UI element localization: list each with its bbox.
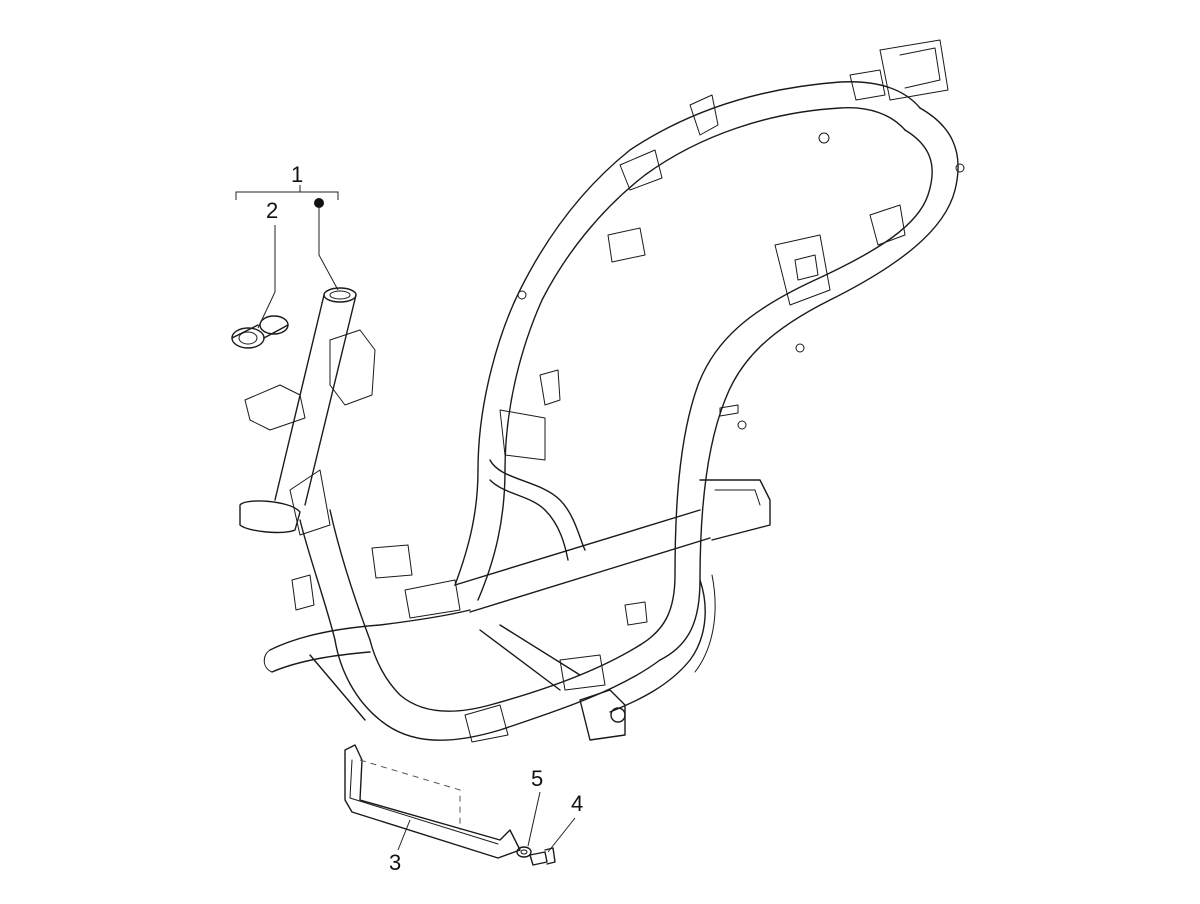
frame-lower-u-inner	[369, 639, 641, 712]
callout-5-label: 5	[531, 766, 543, 791]
washer-part	[516, 846, 532, 858]
frame-front-downtube-inner	[329, 509, 371, 641]
main-frame	[263, 39, 965, 743]
center-neck-outer	[454, 469, 479, 586]
slot-1	[719, 404, 739, 417]
callout-3-leader	[397, 819, 411, 851]
bearing-ring-part	[231, 315, 289, 349]
lower-bar-c	[499, 624, 581, 676]
frame-front-downtube-outer	[299, 519, 336, 641]
plate-rear-bracket-b	[899, 47, 941, 89]
plate-center-3	[499, 409, 546, 461]
center-neck-inner	[477, 469, 506, 601]
callout-5-leader	[527, 791, 541, 847]
plate-lower-left-1	[464, 704, 509, 743]
callout-3-label: 3	[389, 850, 401, 875]
plate-center-1	[404, 579, 461, 619]
frame-upper-loop-outer	[477, 81, 921, 471]
right-foot-bracket	[579, 689, 626, 741]
foot-bar-inner	[349, 759, 499, 845]
plate-rear-side	[869, 204, 906, 246]
plate-left-1	[291, 574, 315, 611]
plate-mid-right-slot	[794, 254, 819, 281]
rear-lower-arc-b	[694, 574, 716, 673]
hole-5	[737, 420, 747, 430]
lower-bar-a	[309, 654, 366, 721]
fasteners	[516, 846, 556, 866]
plate-top-1	[689, 94, 719, 136]
plate-mid-right	[774, 234, 831, 306]
head-tube-gusset	[289, 469, 331, 536]
frame-right-loop-outer	[659, 107, 959, 661]
plate-right-tab	[624, 601, 648, 626]
frame-upper-loop-inner	[504, 107, 906, 471]
foot-bar-outline	[344, 744, 521, 859]
frame-left-rail-outer	[269, 609, 471, 651]
head-tube-bracket-right	[329, 329, 376, 406]
callout-1-bracket	[235, 191, 339, 200]
hole-1	[818, 132, 830, 144]
curved-support-tube	[489, 459, 586, 551]
callout-2-label: 2	[266, 198, 278, 223]
callout-1-dot	[314, 198, 324, 208]
plate-top-2	[619, 149, 663, 191]
cross-tube-top	[454, 509, 701, 586]
foot-bar-part	[344, 744, 521, 859]
callout-2-leader	[257, 225, 276, 329]
foot-bar-mount-dash	[359, 759, 461, 830]
bracket-hole	[610, 707, 626, 723]
head-tube-top-rim	[323, 287, 357, 303]
ring-front-inner	[238, 331, 258, 345]
rear-right-box	[699, 479, 771, 541]
screw-part	[529, 847, 556, 866]
cross-tube-bottom	[469, 537, 711, 613]
frame-right-loop-inner	[639, 129, 933, 646]
callout-1-dot-leader	[318, 208, 339, 291]
callout-4-leader	[547, 817, 576, 853]
frame-lower-u-outer	[334, 639, 661, 741]
head-tube-bottom-flange	[239, 500, 301, 534]
plate-center-4	[539, 369, 561, 406]
ring-side	[231, 324, 289, 339]
ring-back	[259, 315, 289, 335]
frame-left-rail-inner	[271, 651, 371, 673]
ring-front	[231, 327, 265, 349]
callout-1-label: 1	[291, 162, 303, 187]
hole-4	[795, 343, 805, 353]
plate-rear-bracket	[879, 39, 949, 101]
lower-bar-b	[479, 629, 561, 691]
callout-4-label: 4	[571, 791, 583, 816]
curved-support-tube-b	[489, 479, 569, 561]
head-tube-top-inner	[329, 290, 351, 300]
hole-2	[955, 163, 965, 173]
steering-head-tube	[239, 287, 376, 536]
head-tube-body	[274, 294, 357, 506]
washer-hole	[520, 849, 528, 855]
rear-lower-arc	[609, 579, 706, 713]
plate-top-3	[607, 227, 646, 263]
frame-left-rail-end	[263, 649, 273, 673]
rear-right-box-detail	[714, 489, 761, 506]
plate-top-4	[849, 69, 886, 101]
hole-3	[517, 290, 527, 300]
callouts: 1 2 3 5 4	[235, 162, 583, 875]
head-tube-bracket-left	[244, 384, 306, 431]
plate-lower-right-1	[559, 654, 606, 691]
plate-center-2	[371, 544, 413, 579]
